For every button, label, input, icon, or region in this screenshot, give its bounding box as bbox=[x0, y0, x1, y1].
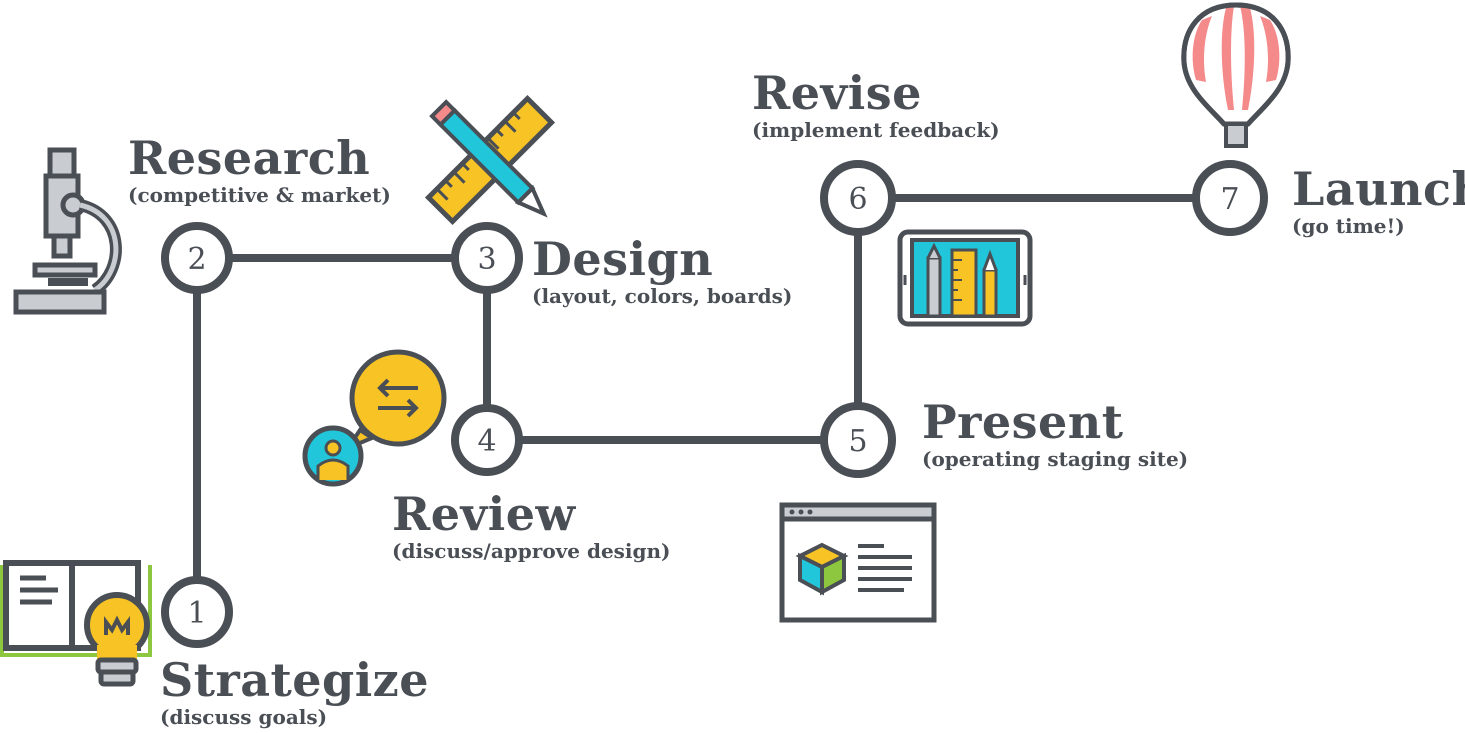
step-label-2: Research (competitive & market) bbox=[128, 133, 391, 207]
step-title-1: Strategize bbox=[160, 653, 430, 707]
step-number-5: 5 bbox=[848, 424, 867, 459]
step-title-7: Launch bbox=[1292, 162, 1465, 216]
step-node-4: 4 bbox=[451, 404, 523, 476]
book-lightbulb-icon bbox=[0, 560, 152, 687]
step-subtitle-5: (operating staging site) bbox=[922, 447, 1189, 471]
ruler-pencil-icon bbox=[424, 94, 556, 226]
step-subtitle-1: (discuss goals) bbox=[160, 705, 328, 729]
step-label-6: Revise (implement feedback) bbox=[752, 68, 1000, 142]
browser-cube-icon bbox=[779, 502, 937, 623]
step-node-3: 3 bbox=[451, 222, 523, 294]
step-subtitle-2: (competitive & market) bbox=[128, 183, 391, 207]
step-title-6: Revise bbox=[752, 66, 922, 120]
step-node-7: 7 bbox=[1192, 160, 1268, 236]
step-label-3: Design (layout, colors, boards) bbox=[532, 234, 792, 308]
step-number-6: 6 bbox=[848, 182, 867, 217]
step-subtitle-4: (discuss/approve design) bbox=[392, 539, 671, 563]
tablet-tools-icon bbox=[897, 229, 1033, 327]
step-title-5: Present bbox=[922, 395, 1124, 449]
step-subtitle-7: (go time!) bbox=[1292, 214, 1405, 238]
step-label-1: Strategize (discuss goals) bbox=[160, 655, 429, 729]
step-title-2: Research bbox=[128, 131, 371, 185]
step-label-5: Present (operating staging site) bbox=[922, 397, 1188, 471]
step-number-1: 1 bbox=[187, 596, 206, 631]
step-node-6: 6 bbox=[820, 160, 896, 236]
step-number-7: 7 bbox=[1220, 182, 1239, 217]
microscope-icon bbox=[13, 147, 122, 315]
step-title-3: Design bbox=[532, 232, 714, 286]
step-number-4: 4 bbox=[477, 424, 496, 459]
step-label-7: Launch (go time!) bbox=[1292, 164, 1465, 238]
step-title-4: Review bbox=[392, 487, 576, 541]
hot-air-balloon-icon bbox=[1181, 2, 1291, 148]
chat-user-icon bbox=[302, 349, 447, 487]
step-number-3: 3 bbox=[477, 242, 496, 277]
step-subtitle-3: (layout, colors, boards) bbox=[532, 284, 793, 308]
step-node-1: 1 bbox=[161, 576, 233, 648]
step-number-2: 2 bbox=[187, 242, 206, 277]
step-subtitle-6: (implement feedback) bbox=[752, 118, 1000, 142]
step-node-2: 2 bbox=[161, 222, 233, 294]
step-node-5: 5 bbox=[820, 402, 896, 478]
step-label-4: Review (discuss/approve design) bbox=[392, 489, 671, 563]
